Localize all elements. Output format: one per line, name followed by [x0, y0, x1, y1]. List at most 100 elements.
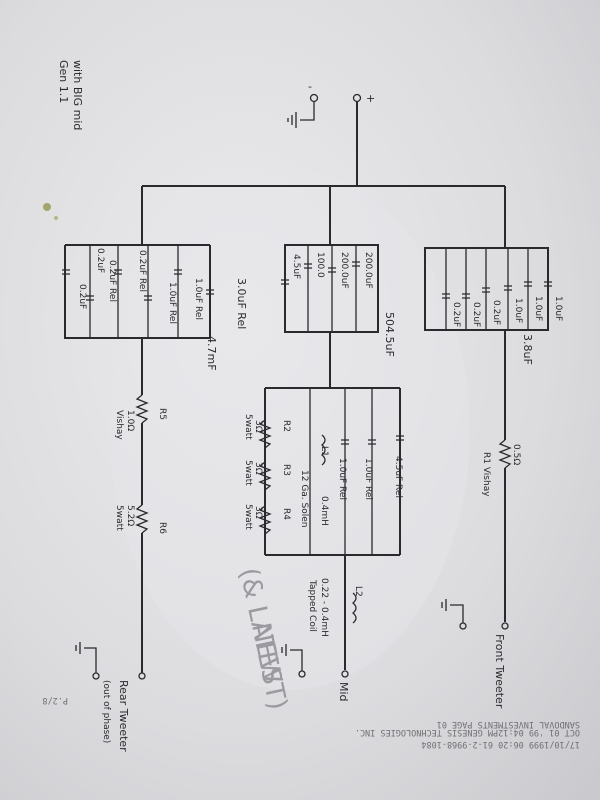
svg-text:200.0uF: 200.0uF — [339, 252, 349, 289]
svg-text:504.5uF: 504.5uF — [383, 312, 396, 357]
svg-text:R4: R4 — [281, 508, 291, 520]
r4-note: 5watt — [243, 504, 253, 530]
resistor-r3-icon — [258, 461, 272, 491]
paper-stain — [43, 203, 51, 211]
resistor-r1-icon — [498, 439, 512, 469]
svg-text:5watt: 5watt — [243, 504, 253, 530]
capacitor-icon — [442, 293, 450, 299]
ground-wire — [300, 102, 315, 121]
rear-cap-label-6: 0.2uF — [95, 248, 105, 273]
svg-text:1.0uF: 1.0uF — [553, 296, 563, 321]
capacitor-icon — [144, 295, 152, 301]
input-terminals: + - — [287, 80, 375, 128]
capacitor-icon — [206, 289, 214, 295]
svg-text:(out of phase): (out of phase) — [101, 680, 111, 743]
mid-cap-label-1: 200.0uF — [363, 252, 373, 289]
svg-text:0.2uF Rel: 0.2uF Rel — [107, 260, 117, 302]
resistor-r6-icon — [135, 504, 149, 534]
r4-value: 3Ω — [253, 506, 263, 519]
rear-inductance-label: 4.7mF — [205, 336, 218, 371]
svg-text:R2: R2 — [281, 420, 291, 432]
svg-text:Rear Tweeter: Rear Tweeter — [117, 680, 130, 752]
fax-line-3: SANDOVAL INVESTMENTS PAGE 01 — [437, 719, 580, 729]
svg-text:1.0uF Rel: 1.0uF Rel — [363, 458, 373, 500]
mid-output-plus-icon — [341, 670, 349, 678]
svg-text:1.0uF Rel: 1.0uF Rel — [167, 282, 177, 324]
paper-shade — [110, 170, 470, 690]
l2-desc: Tapped Coil — [307, 579, 317, 632]
rear-output-note: (out of phase) — [101, 680, 111, 743]
svg-text:4.5uF: 4.5uF — [291, 254, 301, 279]
mid-ground-icon — [281, 644, 303, 671]
svg-text:0.2uF: 0.2uF — [451, 302, 461, 327]
svg-text:0.22 - 0.4mH: 0.22 - 0.4mH — [319, 578, 329, 637]
r4-name: R4 — [281, 508, 291, 520]
r5-name: R5 — [157, 408, 167, 420]
r5-value: 1.0Ω — [125, 410, 135, 431]
fax-page: P.2/8 — [42, 695, 68, 705]
paper-stain-2 — [54, 216, 58, 220]
svg-text:3.0uF Rel: 3.0uF Rel — [235, 278, 248, 329]
capacitor-icon — [352, 261, 360, 267]
capacitor-icon — [114, 269, 122, 275]
l1-name: L1 — [319, 446, 329, 457]
tweeter-total-label: 3.8uF — [521, 334, 534, 365]
l2-name: L2 — [353, 586, 363, 597]
resistor-r4-icon — [258, 505, 272, 535]
r2-value: 3Ω — [253, 420, 263, 433]
inductor-l1-icon — [320, 434, 326, 466]
tweeter-cap-label-2: 1.0uF — [533, 296, 543, 321]
r2-name: R2 — [281, 420, 291, 432]
l2-value: 0.22 - 0.4mH — [319, 578, 329, 637]
rear-cap-bank-frame — [64, 244, 211, 339]
rear-cap-label-3: 0.2uF Rel — [137, 250, 147, 292]
mid-cap-label-2: 200.0uF — [339, 252, 349, 289]
svg-text:1.0uF: 1.0uF — [513, 298, 523, 323]
r2-note: 5watt — [243, 414, 253, 440]
mid-output-name: Mid — [337, 682, 350, 702]
tweeter-section: 1.0uF 1.0uF 1.0uF 0.2uF 0.2uF 0.2uF 3.8u… — [424, 247, 563, 709]
positive-terminal-icon — [352, 93, 362, 103]
svg-text:R5: R5 — [157, 408, 167, 420]
negative-terminal-label: - — [308, 80, 312, 93]
svg-text:1.0uF: 1.0uF — [533, 296, 543, 321]
svg-text:3Ω: 3Ω — [253, 506, 263, 519]
svg-text:L2: L2 — [353, 586, 363, 597]
resistor-r2-icon — [258, 419, 272, 449]
mid-branch-cap-1: 4.5uF Rel — [393, 456, 403, 498]
capacitor-icon — [462, 293, 470, 299]
mid-section: 200.0uF 200.0uF 100.0 4.5uF 504.5uF 4.5u… — [243, 244, 404, 702]
svg-text:Vishay: Vishay — [114, 410, 124, 440]
rear-cap-label-4: 1.0uF Rel — [167, 282, 177, 324]
ground-icon — [287, 112, 297, 128]
rear-cap-symbols — [62, 269, 214, 301]
svg-text:0.2uF Rel: 0.2uF Rel — [137, 250, 147, 292]
svg-text:Mid: Mid — [337, 682, 350, 702]
svg-text:Front Tweeter: Front Tweeter — [493, 634, 506, 709]
fax-header-top: SANDOVAL INVESTMENTS PAGE 01 — [437, 719, 580, 729]
r6-name: R6 — [157, 522, 167, 534]
svg-text:L1: L1 — [319, 446, 329, 457]
svg-text:3Ω: 3Ω — [253, 420, 263, 433]
margin-note: Gen 1.1 with BIG mid — [57, 60, 84, 130]
svg-text:3.8uF: 3.8uF — [521, 334, 534, 365]
svg-text:R3: R3 — [281, 464, 291, 476]
capacitor-icon — [174, 269, 182, 275]
margin-note-line-1: Gen 1.1 — [57, 60, 70, 103]
mid-cap-rails — [307, 245, 357, 332]
positive-terminal-label: + — [366, 92, 375, 105]
mid-branch-rails — [309, 388, 373, 555]
tweeter-output-plus-icon — [501, 622, 509, 630]
inductor-l2-icon — [351, 592, 357, 624]
margin-note-line-2: with BIG mid — [71, 60, 84, 130]
mid-cap-label-3: 100.0 — [315, 252, 325, 278]
negative-terminal-icon — [309, 93, 319, 103]
fax-line-4: P.2/8 — [42, 695, 68, 705]
l1-desc: 12 Ga. Solen — [299, 470, 309, 528]
svg-text:0.2uF: 0.2uF — [491, 300, 501, 325]
l1-value: 0.4mH — [319, 496, 329, 526]
capacitor-icon — [62, 269, 70, 275]
svg-text:0.2uF: 0.2uF — [95, 248, 105, 273]
